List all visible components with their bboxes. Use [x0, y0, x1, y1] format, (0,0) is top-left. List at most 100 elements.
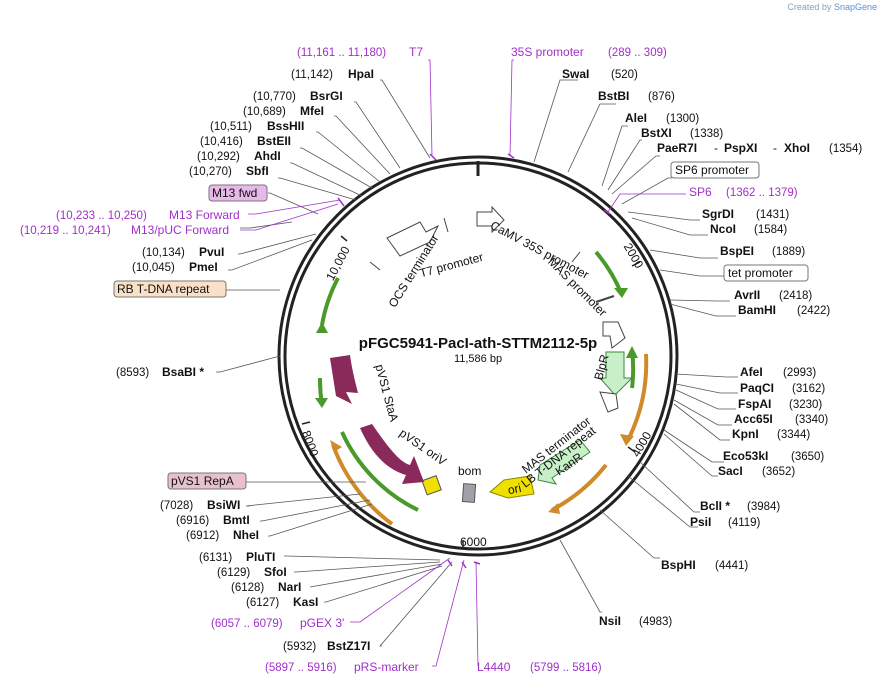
feature-m13-fwd[interactable]: M13 fwd — [208, 184, 268, 202]
enzyme-bmti-pos: (6916) — [176, 515, 209, 527]
primer-prs-marker[interactable]: (5897 .. 5916) pRS-marker — [265, 660, 419, 674]
primer-m13puc-forward[interactable]: (10,219 .. 10,241) M13/pUC Forward — [20, 223, 229, 237]
enzyme-hpai-pos: (11,142) — [291, 69, 333, 81]
enzyme-sgrdi-name: SgrDI — [702, 207, 734, 221]
enzyme-eco53ki[interactable]: Eco53kI (3650) — [723, 449, 824, 463]
enzyme-sfoi[interactable]: (6129) SfoI — [217, 565, 287, 579]
enzyme-ncoi-pos: (1584) — [754, 224, 787, 236]
enzyme-fspai[interactable]: FspAI (3230) — [738, 397, 822, 411]
enzyme-bsshii-name: BssHII — [267, 119, 304, 133]
enzyme-saci[interactable]: SacI (3652) — [718, 464, 795, 478]
enzyme-paer7i-pspxi-xhoi[interactable]: PaeR7I - PspXI - XhoI (1354) — [657, 141, 862, 155]
arc-orange-1 — [626, 353, 649, 441]
primer-35s-name: 35S promoter — [511, 45, 584, 59]
enzyme-bsteii-pos: (10,416) — [200, 136, 243, 148]
primer-35s[interactable]: 35S promoter (289 .. 309) — [511, 45, 667, 59]
enzyme-alei[interactable]: AleI (1300) — [625, 111, 699, 125]
enzyme-mfei[interactable]: (10,689) MfeI — [243, 104, 324, 118]
primer-l4440-pos: (5799 .. 5816) — [530, 662, 602, 674]
enzyme-paqci[interactable]: PaqCI (3162) — [740, 381, 825, 395]
enzyme-sbfi[interactable]: (10,270) SbfI — [189, 164, 269, 178]
enzyme-bstz17i[interactable]: (5932) BstZ17I — [283, 639, 370, 653]
enzyme-psii-name: PsiI — [690, 515, 711, 529]
feature-tet-promoter[interactable]: tet promoter — [723, 264, 809, 282]
enzyme-bcli-name: BclI * — [700, 499, 730, 513]
enzyme-psii[interactable]: PsiI (4119) — [690, 515, 761, 529]
primer-l4440[interactable]: L4440 (5799 .. 5816) — [477, 660, 602, 674]
enzyme-kpni-name: KpnI — [732, 427, 759, 441]
enzyme-bmti[interactable]: (6916) BmtI — [176, 513, 250, 527]
enzyme-bsteii[interactable]: (10,416) BstEII — [200, 134, 291, 148]
primer-t7-pos: (11,161 .. 11,180) — [297, 47, 386, 59]
feature-sp6-promoter[interactable]: SP6 promoter — [670, 161, 760, 179]
feature-rb-repeat[interactable]: RB T-DNA repeat — [113, 280, 227, 298]
enzyme-bstxi-pos: (1338) — [690, 128, 723, 140]
enzyme-bamhi[interactable]: BamHI (2422) — [738, 303, 830, 317]
primer-prs-name: pRS-marker — [354, 660, 419, 674]
enzyme-bstxi[interactable]: BstXI (1338) — [641, 126, 723, 140]
enzyme-alei-pos: (1300) — [666, 113, 699, 125]
enzyme-hpai[interactable]: (11,142) HpaI — [291, 67, 374, 81]
enzyme-bsshii[interactable]: (10,511) BssHII — [210, 119, 304, 133]
enzyme-pvui-pos: (10,134) — [142, 247, 185, 259]
enzyme-afei-pos: (2993) — [783, 367, 816, 379]
feature-sp6-promoter-label: SP6 promoter — [675, 163, 749, 177]
enzyme-bstbi[interactable]: BstBI (876) — [598, 89, 675, 103]
label-pvs1-oriv: pVS1 oriV — [397, 426, 449, 468]
enzyme-swai[interactable]: SwaI (520) — [562, 67, 638, 81]
arc-orange-3 — [331, 444, 394, 526]
ocs-arrow — [386, 221, 440, 257]
primer-sp6[interactable]: SP6 (1362 .. 1379) — [689, 185, 798, 199]
enzyme-kasi-name: KasI — [293, 595, 318, 609]
enzyme-psii-pos: (4119) — [728, 517, 761, 529]
enzyme-sgrdi[interactable]: SgrDI (1431) — [702, 207, 789, 221]
enzyme-nhei-name: NheI — [233, 528, 259, 542]
primer-m13-forward[interactable]: (10,233 .. 10,250) M13 Forward — [56, 208, 240, 222]
enzyme-afei-name: AfeI — [740, 365, 763, 379]
enzyme-acc65i[interactable]: Acc65I (3340) — [734, 412, 828, 426]
enzyme-afei[interactable]: AfeI (2993) — [740, 365, 816, 379]
enzyme-bsabi-pos: (8593) — [116, 367, 149, 379]
enzyme-nhei[interactable]: (6912) NheI — [186, 528, 259, 542]
enzyme-bcli[interactable]: BclI * (3984) — [700, 499, 780, 513]
enzyme-sbfi-name: SbfI — [246, 164, 269, 178]
primer-t7[interactable]: (11,161 .. 11,180) T7 — [297, 45, 423, 59]
enzyme-avrii[interactable]: AvrII (2418) — [734, 288, 812, 302]
enzyme-ahdi-name: AhdI — [254, 149, 281, 163]
enzyme-pvui[interactable]: (10,134) PvuI — [142, 245, 224, 259]
enzyme-nsii[interactable]: NsiI (4983) — [599, 614, 672, 628]
primer-pgex3[interactable]: (6057 .. 6079) pGEX 3' — [211, 616, 344, 630]
staa-arrow — [360, 424, 424, 484]
enzyme-bsphi-name: BspHI — [661, 558, 696, 572]
enzyme-bsphi[interactable]: BspHI (4441) — [661, 558, 748, 572]
enzyme-ahdi[interactable]: (10,292) AhdI — [197, 149, 281, 163]
feature-pvs1-repa-label: pVS1 RepA — [171, 474, 234, 488]
kanr-arrow — [537, 439, 591, 485]
feature-arcs — [315, 250, 649, 526]
enzyme-bspei-pos: (1889) — [772, 246, 805, 258]
enzyme-bamhi-name: BamHI — [738, 303, 776, 317]
feature-pvs1-repa[interactable]: pVS1 RepA — [167, 472, 247, 490]
enzyme-fspai-pos: (3230) — [789, 399, 822, 411]
enzyme-bspei[interactable]: BspEI (1889) — [720, 244, 805, 258]
enzyme-ncoi[interactable]: NcoI (1584) — [710, 222, 787, 236]
enzyme-nari-pos: (6128) — [231, 582, 264, 594]
enzyme-pluti[interactable]: (6131) PluTI — [199, 550, 275, 564]
enzyme-bsrgi-pos: (10,770) — [253, 91, 296, 103]
enzyme-bsabi[interactable]: (8593) BsaBI * — [116, 365, 204, 379]
enzyme-pmei[interactable]: (10,045) PmeI — [132, 260, 218, 274]
enzyme-ahdi-pos: (10,292) — [197, 151, 240, 163]
enzyme-swai-name: SwaI — [562, 67, 589, 81]
enzyme-bamhi-pos: (2422) — [797, 305, 830, 317]
arc-green-3 — [340, 431, 419, 512]
enzyme-bsiwi[interactable]: (7028) BsiWI — [160, 498, 240, 512]
enzyme-bsiwi-name: BsiWI — [207, 498, 240, 512]
enzyme-nari[interactable]: (6128) NarI — [231, 580, 301, 594]
enzyme-bsrgi[interactable]: (10,770) BsrGI — [253, 89, 343, 103]
enzyme-sep-1: - — [714, 141, 718, 155]
enzyme-kasi[interactable]: (6127) KasI — [246, 595, 318, 609]
enzyme-kpni[interactable]: KpnI (3344) — [732, 427, 810, 441]
enzyme-sep-2: - — [773, 141, 777, 155]
enzyme-fspai-name: FspAI — [738, 397, 771, 411]
enzyme-sfoi-pos: (6129) — [217, 567, 250, 579]
